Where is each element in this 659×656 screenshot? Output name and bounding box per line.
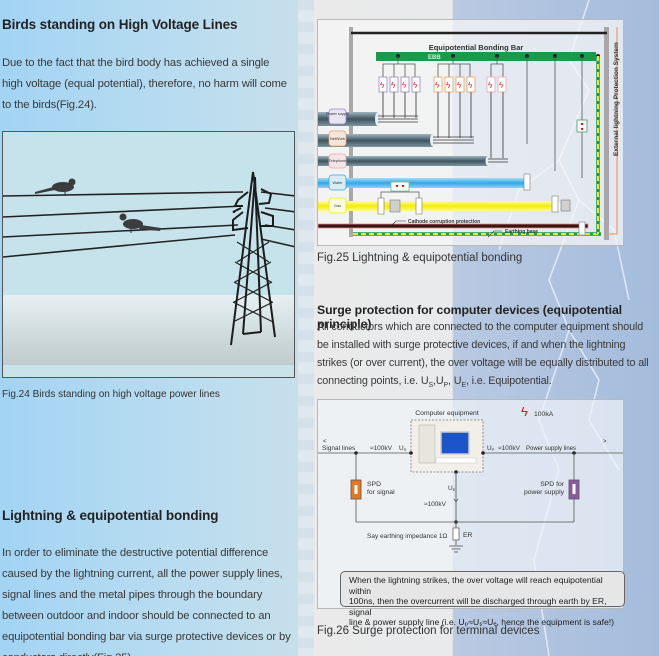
svg-text:ϟ: ϟ — [457, 81, 462, 90]
keyboard — [435, 457, 477, 464]
impedance-label: Say earthing impedance 1Ω — [367, 533, 448, 540]
ebb-bar — [376, 52, 596, 61]
ebb-label: EBB — [428, 55, 441, 61]
svg-text:Gas: Gas — [334, 204, 341, 208]
birds-section-title: Birds standing on High Voltage Lines — [2, 17, 238, 32]
svg-text:ϟ: ϟ — [413, 81, 418, 90]
isolating-spark-gap — [576, 119, 588, 133]
computer-label: Computer equipment — [415, 410, 479, 417]
panel-divider — [298, 0, 314, 656]
svg-text:ϟ: ϟ — [488, 81, 493, 90]
lightning-strike-icon: ϟ — [521, 404, 528, 419]
gas-pipe — [318, 201, 558, 211]
ground — [3, 295, 294, 365]
bonding-bar-title: Equipotential Bonding Bar — [429, 43, 524, 52]
monitor — [440, 431, 470, 455]
signal-voltage: ≈100kV — [370, 445, 393, 452]
spd-signal-label-1: SPD — [367, 481, 381, 488]
up-label: UP — [487, 445, 495, 452]
bird-2 — [119, 213, 161, 233]
earthing-resistor — [452, 527, 460, 541]
ground-symbol — [449, 545, 463, 553]
external-lps-conductor — [607, 27, 618, 235]
svg-text:ϟ: ϟ — [402, 81, 407, 90]
building-wall-right — [604, 27, 609, 240]
surge-section-body: All conductors which are connected to th… — [317, 321, 649, 390]
svg-text:Telephone: Telephone — [329, 159, 347, 163]
svg-text:ϟ: ϟ — [499, 81, 504, 90]
svg-text:Water: Water — [333, 181, 344, 185]
bird-1 — [35, 178, 76, 196]
building-wall-left — [349, 27, 353, 237]
input-labels: Power supply NetWork Telephone Water Gas — [326, 108, 349, 214]
svg-text:ϟ: ϟ — [468, 81, 473, 90]
bonding-diagram: External lightning Protection System Equ… — [317, 19, 624, 246]
fig25-caption: Fig.25 Lightning & equipotential bonding — [317, 252, 523, 264]
bonding-section-body: In order to eliminate the destructive po… — [2, 547, 291, 656]
us-label: US — [399, 445, 407, 452]
spd-signal-label-2: for signal — [367, 489, 395, 496]
svg-text:Power supply: Power supply — [326, 112, 349, 116]
spd-power-label-1: SPD for — [540, 481, 565, 488]
pc-tower — [418, 424, 436, 464]
ue-label: UE — [448, 485, 456, 492]
spd-power-label-2: power supply — [524, 489, 565, 496]
fig24-caption: Fig.24 Birds standing on high voltage po… — [2, 389, 220, 400]
birds-figure — [2, 131, 295, 378]
cathode-label: Cathode corruption protection — [408, 219, 480, 225]
surge-protection-diagram: < Signal lines ≈100kV US Computer equipm… — [317, 399, 625, 627]
earthing-label: Earthing base — [505, 229, 538, 235]
gas-isolation-spark-gap — [390, 181, 410, 192]
cathode-protection-line — [317, 223, 589, 229]
svg-text:ϟ: ϟ — [435, 81, 440, 90]
svg-text:ϟ: ϟ — [380, 81, 385, 90]
water-pipe — [318, 178, 528, 188]
power-voltage: ≈100kV — [498, 445, 521, 452]
er-label: ER — [463, 532, 473, 539]
surge-section-title: Surge protection for computer devices (e… — [317, 303, 622, 331]
fig26-caption: Fig.26 Surge protection for terminal dev… — [317, 625, 540, 637]
earth-voltage: ≈100kV — [424, 501, 447, 508]
svg-text:NetWork: NetWork — [330, 137, 345, 141]
signal-arrow: < — [323, 439, 327, 445]
telephone-pipe — [318, 156, 488, 166]
svg-text:ϟ: ϟ — [391, 81, 396, 90]
signal-lines-label: Signal lines — [322, 445, 356, 452]
birds-section-body: Due to the fact that the bird body has a… — [2, 57, 287, 111]
power-arrow: > — [603, 439, 607, 445]
transmission-tower — [230, 171, 276, 346]
svg-text:ϟ: ϟ — [446, 81, 451, 90]
external-lps-label: External lightning Protection System — [613, 42, 620, 156]
network-pipe — [318, 134, 433, 147]
power-supply-lines-label: Power supply lines — [526, 446, 576, 452]
equipotential-note: When the lightning strikes, the over vol… — [340, 571, 625, 627]
bonding-section-title: Lightning & equipotential bonding — [2, 508, 219, 523]
power-lines — [3, 191, 294, 258]
strike-current: 100kA — [534, 411, 554, 418]
